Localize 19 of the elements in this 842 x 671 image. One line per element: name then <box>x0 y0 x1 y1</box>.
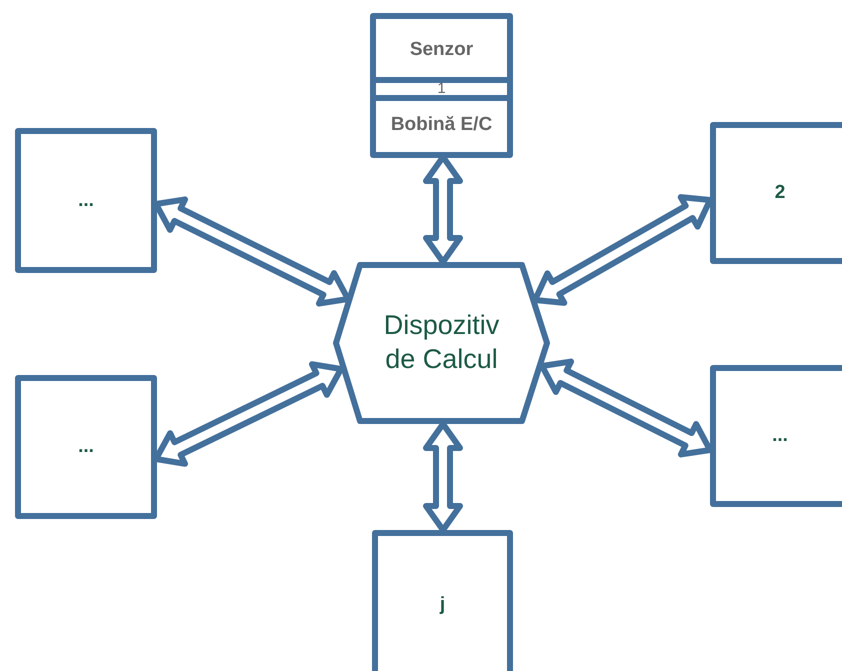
device-box <box>15 375 157 519</box>
stacked-box <box>370 13 513 158</box>
double-arrow <box>532 194 713 306</box>
box-label: ... <box>772 425 788 447</box>
box-label: ... <box>78 436 94 458</box>
hexagon-node <box>333 262 550 424</box>
box-label: Bobină E/C <box>376 94 507 148</box>
device-box <box>710 122 842 264</box>
box-label: 1 <box>376 76 507 94</box>
double-arrow <box>423 421 463 533</box>
box-label: ... <box>78 190 94 212</box>
device-box <box>15 128 157 273</box>
device-box <box>710 365 842 507</box>
box-label: Senzor <box>408 38 474 62</box>
box-label: 2 <box>774 182 786 204</box>
device-box <box>372 530 513 671</box>
double-arrow <box>539 358 713 458</box>
box-label: j <box>440 594 446 616</box>
node-label: Dispozitiv de Calcul <box>382 309 500 376</box>
